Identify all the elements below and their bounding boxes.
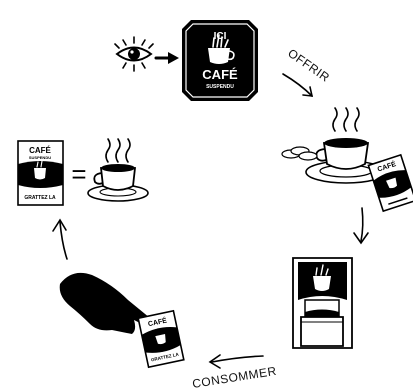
arrow-eye-to-sign [154, 52, 179, 64]
offered-coffee-cup [305, 107, 387, 184]
card-footer: GRATTEZ LA [24, 195, 56, 201]
arrow-right-down [353, 207, 369, 245]
card-title: CAFÉ [29, 146, 51, 155]
eye-icon [114, 36, 154, 72]
arrow-offer [282, 73, 314, 97]
hand-icon [59, 272, 153, 334]
coffee-cup-icon [87, 138, 149, 202]
cafe-suspendu-sign: ICI CAFÉ SUSPENDU [182, 20, 258, 101]
card-subtitle: SUSPENDU [29, 155, 51, 160]
cup-icon [208, 34, 235, 64]
arrow-consume [208, 354, 264, 369]
card-display-board [292, 257, 353, 349]
coins-icon [281, 146, 318, 161]
sign-top-text: ICI [214, 31, 227, 42]
consume-label: CONSOMMER [191, 364, 277, 391]
sign-title: CAFÉ [202, 67, 238, 82]
offered-card: CAFÉ [367, 153, 413, 213]
sign-subtitle: SUSPENDU [206, 84, 234, 90]
arrow-left-up [52, 218, 68, 260]
equals-sign: = [71, 159, 86, 189]
held-card: CAFÉ GRATTEZ LA [137, 309, 185, 369]
suspended-coffee-card: CAFÉ SUSPENDU GRATTEZ LA [17, 140, 64, 206]
held-card-footer: GRATTEZ LA [151, 352, 180, 363]
